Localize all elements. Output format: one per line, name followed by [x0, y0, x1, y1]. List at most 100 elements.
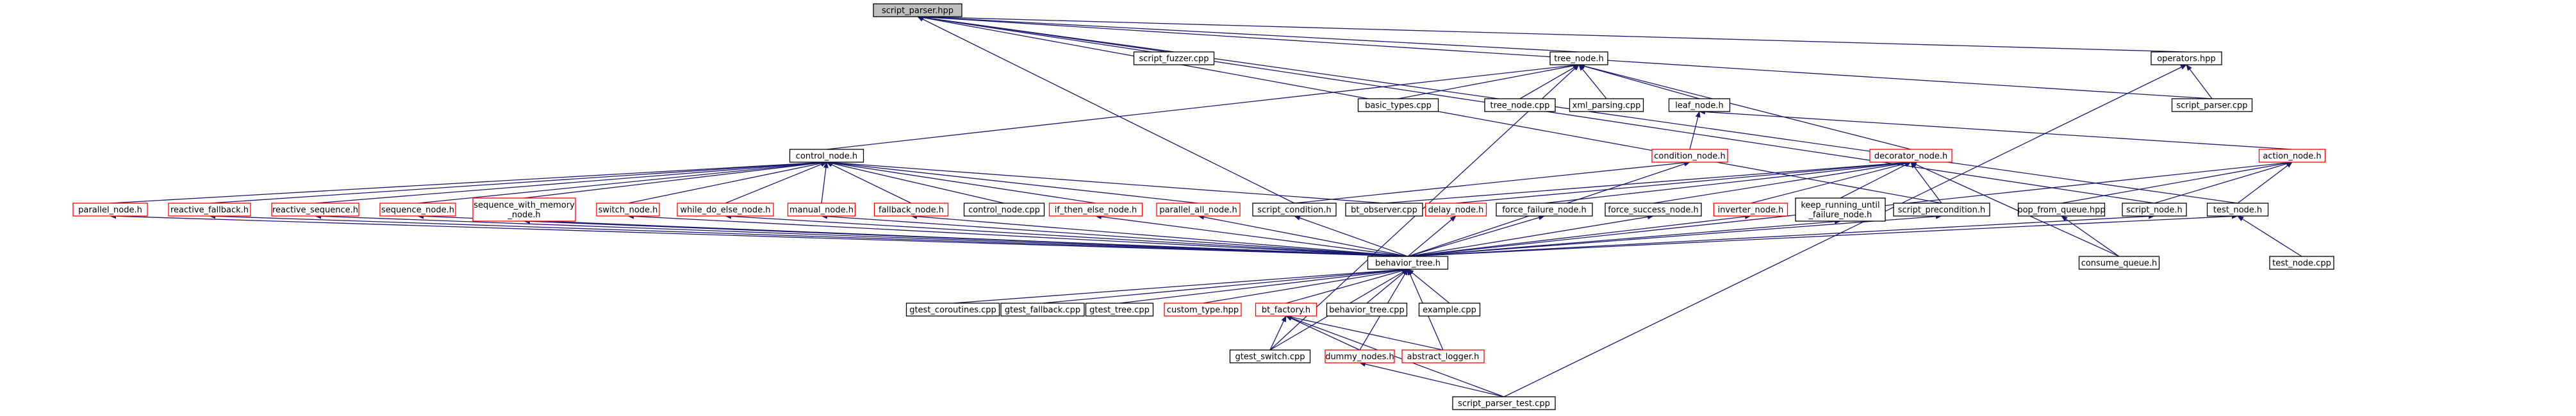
- edge-control_node_h-to-sequence_node_h: [417, 160, 827, 204]
- node-box: [873, 203, 949, 217]
- node-if-then-else-node-h[interactable]: if_then_else_node.h: [1048, 203, 1143, 217]
- node-force-success-node-h[interactable]: force_success_node.h: [1605, 203, 1702, 217]
- node-box: [1156, 203, 1241, 217]
- node-label: inverter_node.h: [1718, 206, 1784, 215]
- node-control-node-cpp[interactable]: control_node.cpp: [963, 203, 1045, 217]
- node-keep-running-until-failure-node-h[interactable]: keep_running_until_failure_node.h: [1795, 197, 1886, 222]
- node-label: control_node.cpp: [968, 206, 1040, 215]
- node-gtest-tree-cpp[interactable]: gtest_tree.cpp: [1085, 303, 1154, 317]
- node-behavior-tree-cpp[interactable]: behavior_tree.cpp: [1326, 303, 1408, 317]
- node-switch-node-h[interactable]: switch_node.h: [596, 203, 660, 217]
- node-operators-hpp[interactable]: operators.hpp: [2151, 51, 2222, 65]
- node-label: _node.h: [507, 210, 540, 220]
- node-abstract-logger-h[interactable]: abstract_logger.h: [1401, 349, 1485, 363]
- node-gtest-switch-cpp[interactable]: gtest_switch.cpp: [1229, 349, 1311, 363]
- node-label: fallback_node.h: [879, 206, 944, 215]
- node-control-node-h[interactable]: control_node.h: [789, 149, 864, 163]
- node-box: [472, 197, 576, 222]
- node-while-do-else-node-h[interactable]: while_do_else_node.h: [677, 203, 774, 217]
- node-label: while_do_else_node.h: [681, 206, 771, 215]
- node-script-parser-hpp[interactable]: script_parser.hpp: [873, 3, 962, 17]
- node-custom-type-hpp[interactable]: custom_type.hpp: [1164, 303, 1242, 317]
- node-tree-node-cpp[interactable]: tree_node.cpp: [1484, 98, 1556, 112]
- node-test-node-cpp[interactable]: test_node.cpp: [2269, 256, 2334, 270]
- node-condition-node-h[interactable]: condition_node.h: [1651, 149, 1728, 163]
- node-leaf-node-h[interactable]: leaf_node.h: [1668, 98, 1731, 112]
- node-parallel-node-h[interactable]: parallel_node.h: [72, 203, 148, 217]
- edge-decorator_node_h-to-inverter_node_h: [1750, 161, 1911, 204]
- node-script-node-h[interactable]: script_node.h: [2122, 203, 2187, 217]
- node-box: [1164, 303, 1242, 317]
- node-box: [789, 149, 864, 163]
- node-inverter-node-h[interactable]: inverter_node.h: [1713, 203, 1788, 217]
- edge-parallel_all_node_h-to-behavior_tree_h: [1198, 214, 1408, 257]
- edge-bt_factory_h-to-gtest_switch_cpp: [1269, 315, 1287, 351]
- node-label: test_node.h: [2213, 206, 2262, 215]
- node-script-parser-cpp[interactable]: script_parser.cpp: [2171, 98, 2253, 112]
- node-label: gtest_fallback.cpp: [1005, 306, 1080, 315]
- edge-condition_node_h-to-script_condition_h: [1294, 160, 1690, 204]
- node-box: [1325, 349, 1395, 363]
- node-label: keep_running_until: [1801, 201, 1879, 210]
- edge-behavior_tree_h-to-gtest_coroutines_cpp: [952, 267, 1408, 304]
- node-script-condition-h[interactable]: script_condition.h: [1252, 203, 1337, 217]
- node-box: [379, 203, 456, 217]
- node-test-node-h[interactable]: test_node.h: [2206, 203, 2269, 217]
- edge-tree_node_h-to-control_node_h: [826, 63, 1580, 150]
- node-force-failure-node-h[interactable]: force_failure_node.h: [1496, 203, 1593, 217]
- node-basic-types-cpp[interactable]: basic_types.cpp: [1357, 98, 1439, 112]
- edge-control_node_h-to-reactive_sequence_h: [315, 160, 827, 204]
- node-tree-node-h[interactable]: tree_node.h: [1549, 51, 1608, 65]
- node-parallel-all-node-h[interactable]: parallel_all_node.h: [1156, 203, 1241, 217]
- edge-if_then_else_node_h-to-behavior_tree_h: [1095, 214, 1408, 257]
- node-fallback-node-h[interactable]: fallback_node.h: [873, 203, 949, 217]
- edge-test_node_h-to-behavior_tree_h: [1407, 213, 2238, 257]
- node-behavior-tree-h[interactable]: behavior_tree.h: [1367, 256, 1449, 270]
- edge-control_node_h-to-parallel_all_node_h: [826, 160, 1199, 204]
- node-reactive-sequence-h[interactable]: reactive_sequence.h: [271, 203, 359, 217]
- node-bt-observer-cpp[interactable]: bt_observer.cpp: [1345, 203, 1423, 217]
- node-delay-node-h[interactable]: delay_node.h: [1424, 203, 1487, 217]
- node-gtest-coroutines-cpp[interactable]: gtest_coroutines.cpp: [905, 303, 1000, 317]
- edge-dummy_nodes_h-to-script_parser_test_cpp: [1359, 362, 1505, 397]
- node-script-precondition-h[interactable]: script_precondition.h: [1893, 203, 1990, 217]
- edge-script_precondition_h-to-behavior_tree_h: [1407, 213, 1942, 257]
- edge-test_node_h-to-test_node_cpp: [2237, 215, 2302, 257]
- edge-inverter_node_h-to-behavior_tree_h: [1407, 214, 1751, 257]
- node-box: [1651, 149, 1728, 163]
- node-action-node-h[interactable]: action_node.h: [2258, 149, 2326, 163]
- node-bt-factory-h[interactable]: bt_factory.h: [1255, 303, 1317, 317]
- edge-behavior_tree_h-to-gtest_fallback_cpp: [1042, 267, 1408, 304]
- node-pop-from-queue-hpp[interactable]: pop_from_queue.hpp: [2017, 203, 2106, 217]
- node-layer: script_parser.hpp script_fuzzer.cpp tree_n…: [72, 3, 2334, 410]
- node-xml-parsing-cpp[interactable]: xml_parsing.cpp: [1569, 98, 1644, 112]
- node-script-fuzzer-cpp[interactable]: script_fuzzer.cpp: [1133, 51, 1215, 65]
- node-box: [596, 203, 660, 217]
- edge-control_node_h-to-parallel_node_h: [110, 160, 827, 204]
- node-box: [271, 203, 359, 217]
- node-sequence-with-memory-node-h[interactable]: sequence_with_memory_node.h: [472, 197, 576, 222]
- node-box: [1326, 303, 1408, 317]
- node-decorator-node-h[interactable]: decorator_node.h: [1869, 149, 1953, 163]
- node-box: [1133, 51, 1215, 65]
- node-label: tree_node.h: [1554, 54, 1603, 64]
- node-label: if_then_else_node.h: [1055, 206, 1137, 215]
- node-gtest-fallback-cpp[interactable]: gtest_fallback.cpp: [1000, 303, 1085, 317]
- node-label: test_node.cpp: [2272, 259, 2331, 269]
- node-dummy-nodes-h[interactable]: dummy_nodes.h: [1325, 349, 1395, 363]
- edge-decorator_node_h-to-consume_queue_h: [1910, 162, 2120, 257]
- node-example-cpp[interactable]: example.cpp: [1418, 303, 1481, 317]
- node-manual-node-h[interactable]: manual_node.h: [787, 203, 856, 217]
- edge-script_parser_hpp-to-tree_node_h: [917, 14, 1580, 53]
- node-sequence-node-h[interactable]: sequence_node.h: [379, 203, 456, 217]
- node-script-parser-test-cpp[interactable]: script_parser_test.cpp: [1452, 396, 1556, 410]
- edge-action_node_h-to-script_node_h: [2154, 161, 2293, 204]
- edge-bt_factory_h-to-script_parser_test_cpp: [1285, 315, 1505, 397]
- node-reactive-fallback-h[interactable]: reactive_fallback.h: [168, 203, 251, 217]
- edge-tree_node_h-to-basic_types_cpp: [1398, 63, 1580, 99]
- edge-behavior_tree_h-to-bt_factory_h: [1285, 268, 1408, 304]
- edge-decorator_node_h-to-bt_observer_cpp: [1383, 160, 1911, 204]
- edge-control_node_h-to-bt_observer_cpp: [826, 160, 1385, 204]
- node-consume-queue-h[interactable]: consume_queue.h: [2078, 256, 2160, 270]
- edge-behavior_tree_h-to-behavior_tree_cpp: [1366, 269, 1408, 304]
